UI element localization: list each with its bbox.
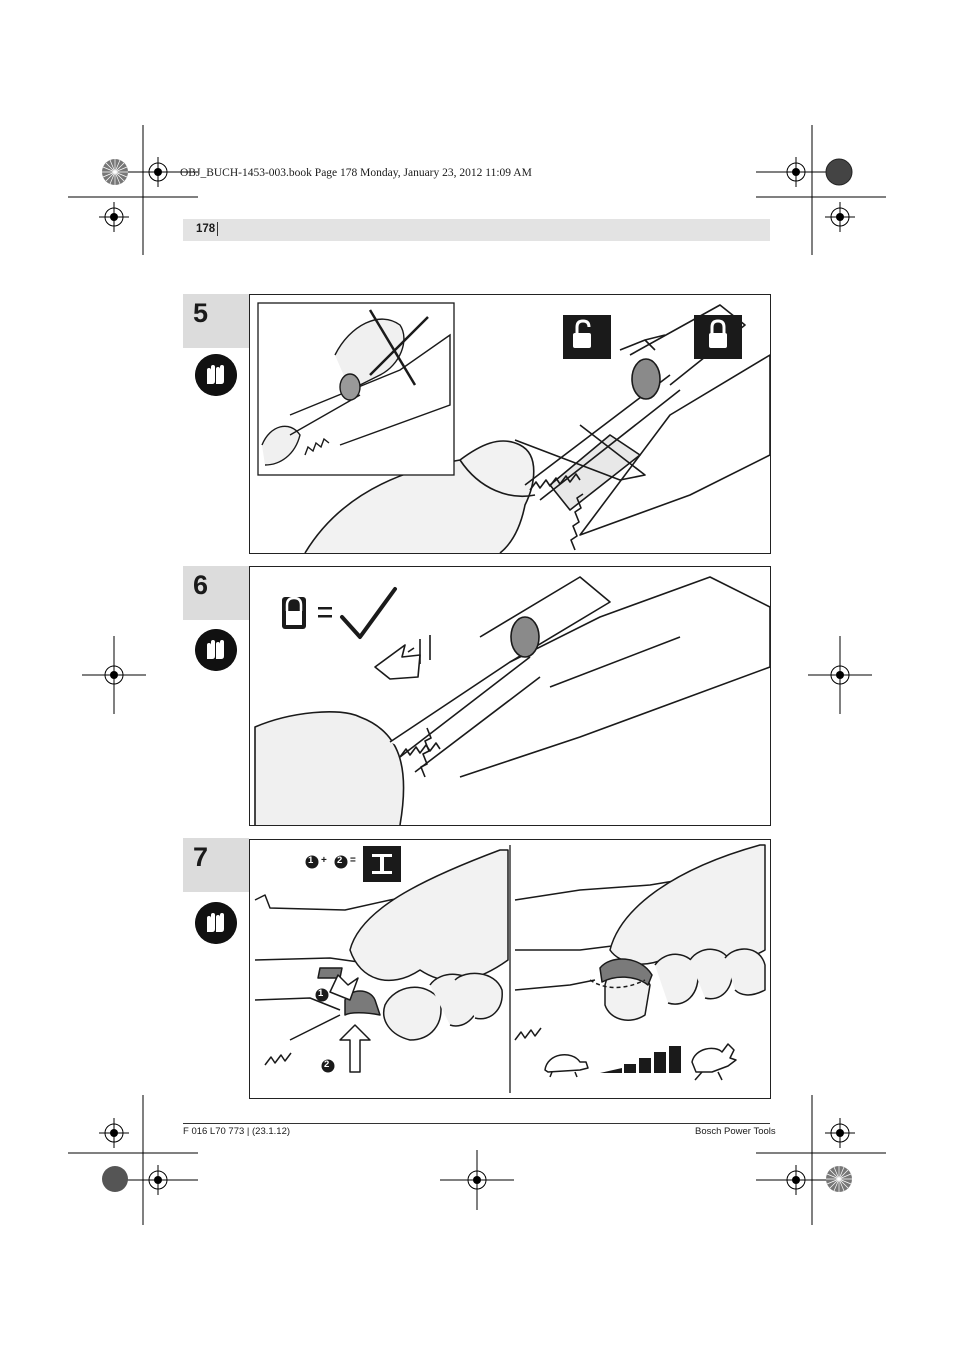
formula-marker-one: 1 bbox=[308, 855, 314, 866]
footer-rule bbox=[183, 1123, 770, 1124]
registration-target-icon bbox=[825, 1118, 855, 1148]
page-number-divider bbox=[217, 222, 218, 236]
step-number: 6 bbox=[193, 570, 209, 600]
step-number: 5 bbox=[193, 298, 209, 328]
registration-target-icon bbox=[143, 1165, 173, 1195]
registration-target-icon bbox=[99, 202, 129, 232]
registration-target-icon bbox=[825, 660, 855, 690]
formula-plus: + bbox=[321, 855, 327, 866]
page-number: 178 bbox=[196, 223, 216, 235]
gloves-icon bbox=[195, 354, 237, 396]
brand-footer: Bosch Power Tools bbox=[695, 1126, 776, 1137]
step-7-tab: 7 bbox=[183, 838, 249, 892]
gloves-icon bbox=[195, 629, 237, 671]
calibration-wheel-icon bbox=[826, 1166, 852, 1192]
calibration-disc-icon bbox=[825, 158, 853, 186]
formula-marker-two: 2 bbox=[337, 855, 343, 866]
document-code: F 016 L70 773 | (23.1.12) bbox=[183, 1126, 291, 1137]
step-5-tab: 5 bbox=[183, 294, 249, 348]
marker-one: 1 bbox=[318, 988, 324, 999]
marker-two: 2 bbox=[324, 1059, 330, 1070]
page-header-bar bbox=[183, 219, 770, 241]
registration-target-icon bbox=[99, 660, 129, 690]
registration-target-icon bbox=[143, 157, 173, 187]
book-info-line: OBJ_BUCH-1453-003.book Page 178 Monday, … bbox=[180, 167, 532, 179]
gloves-icon bbox=[195, 902, 237, 944]
step-5-illustration bbox=[249, 294, 771, 554]
calibration-disc-icon bbox=[102, 1166, 128, 1192]
registration-target-icon bbox=[781, 157, 811, 187]
registration-target-icon bbox=[781, 1165, 811, 1195]
registration-target-icon bbox=[99, 1118, 129, 1148]
registration-target-icon bbox=[825, 202, 855, 232]
step-6-tab: 6 bbox=[183, 566, 249, 620]
step-number: 7 bbox=[193, 842, 209, 872]
calibration-wheel-icon bbox=[102, 159, 128, 185]
step-6-illustration bbox=[249, 566, 771, 826]
registration-target-icon bbox=[462, 1165, 492, 1195]
step-7-illustration: 1 + 2 = 1 2 bbox=[249, 839, 771, 1099]
formula-equals: = bbox=[350, 855, 356, 866]
